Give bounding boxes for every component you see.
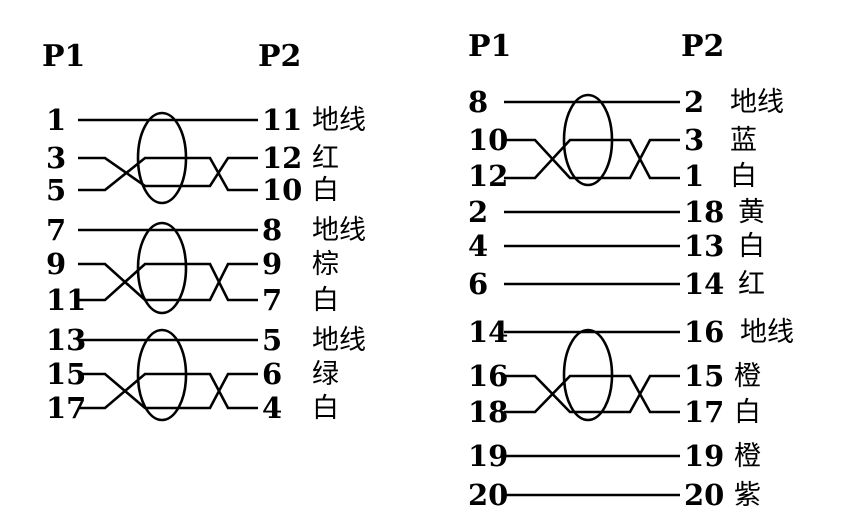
left-wire-color: 绿 <box>312 359 339 390</box>
left-wire-color: 白 <box>312 175 339 206</box>
right-to-pin: 2 <box>684 85 704 119</box>
right-p1-header: P1 <box>468 29 511 64</box>
left-twisted-group-2 <box>78 221 258 315</box>
right-wire-12 <box>504 138 680 180</box>
right-wire-color: 紫 <box>734 480 761 511</box>
left-wire-color: 棕 <box>312 249 339 280</box>
right-from-pin: 14 <box>468 315 508 349</box>
left-to-pin: 7 <box>262 283 282 317</box>
right-wire-color: 地线 <box>740 317 794 348</box>
right-from-pin: 4 <box>468 229 488 263</box>
left-from-pin: 3 <box>46 141 66 175</box>
right-to-pin: 13 <box>684 229 724 263</box>
left-from-pin: 9 <box>46 247 66 281</box>
right-block: 8 10 12 2 4 6 14 16 18 19 20 2 3 1 18 13… <box>468 85 794 512</box>
left-wire-9 <box>78 262 258 302</box>
right-to-pin: 18 <box>684 195 724 229</box>
left-from-pin: 15 <box>46 357 86 391</box>
right-wire-color: 白 <box>730 161 757 192</box>
right-wire-color: 红 <box>738 269 765 300</box>
left-wire-color: 白 <box>312 285 339 316</box>
right-from-pin: 6 <box>468 267 488 301</box>
right-wire-18 <box>504 374 680 414</box>
left-twisted-group-3 <box>78 328 258 422</box>
right-wire-10 <box>504 138 680 180</box>
right-from-pin: 12 <box>468 159 508 193</box>
right-wire-color: 橙 <box>734 361 761 392</box>
right-to-pin: 3 <box>684 123 704 157</box>
left-to-pin: 5 <box>262 323 282 357</box>
left-shield-ring-3 <box>136 328 188 422</box>
right-twisted-group-2 <box>504 328 680 422</box>
right-to-pin: 14 <box>684 267 724 301</box>
left-wire-15 <box>78 372 258 410</box>
left-to-pin: 9 <box>262 247 282 281</box>
left-from-pin: 7 <box>46 213 66 247</box>
left-from-pin: 11 <box>46 283 86 317</box>
right-to-pin: 17 <box>684 395 724 429</box>
right-to-pin: 16 <box>684 315 724 349</box>
left-wire-5 <box>78 156 258 192</box>
right-p2-header: P2 <box>681 29 724 64</box>
right-from-pin: 20 <box>468 478 508 512</box>
left-block: 1 3 5 7 9 11 13 15 17 11 12 10 8 9 7 5 6… <box>46 103 366 425</box>
right-to-pin: 20 <box>684 478 724 512</box>
left-from-pin: 5 <box>46 173 66 207</box>
right-wire-color: 地线 <box>730 87 784 118</box>
left-wire-color: 白 <box>312 393 339 424</box>
right-wire-color: 黄 <box>738 197 765 228</box>
right-wire-color: 蓝 <box>730 125 757 156</box>
left-to-pin: 10 <box>262 173 302 207</box>
right-twisted-group-1 <box>504 93 680 187</box>
right-from-pin: 8 <box>468 85 488 119</box>
right-from-pin: 2 <box>468 195 488 229</box>
left-twisted-group-1 <box>78 111 258 205</box>
right-shield-ring-1 <box>562 93 614 187</box>
left-to-pin: 6 <box>262 357 282 391</box>
left-wire-color: 地线 <box>312 215 366 246</box>
right-shield-ring-2 <box>562 328 614 422</box>
left-shield-ring-1 <box>136 111 188 205</box>
left-to-pin: 8 <box>262 213 282 247</box>
left-wire-color: 红 <box>312 143 339 174</box>
left-wire-3 <box>78 156 258 188</box>
right-wire-color: 白 <box>738 231 765 262</box>
left-to-pin: 11 <box>262 103 302 137</box>
left-to-pin: 4 <box>262 391 282 425</box>
right-from-pin: 16 <box>468 359 508 393</box>
left-p2-header: P2 <box>258 39 301 74</box>
right-from-pin: 19 <box>468 439 508 473</box>
right-to-pin: 15 <box>684 359 724 393</box>
left-wire-17 <box>78 372 258 410</box>
right-wire-color: 橙 <box>734 441 761 472</box>
left-wire-color: 地线 <box>312 325 366 356</box>
left-wire-color: 地线 <box>312 105 366 136</box>
left-wire-11 <box>78 262 258 302</box>
right-wire-color: 白 <box>734 397 761 428</box>
right-from-pin: 10 <box>468 123 508 157</box>
left-p1-header: P1 <box>42 39 85 74</box>
right-wire-16 <box>504 374 680 414</box>
left-shield-ring-2 <box>136 221 188 315</box>
left-to-pin: 12 <box>262 141 302 175</box>
right-from-pin: 18 <box>468 395 508 429</box>
left-from-pin: 1 <box>46 103 66 137</box>
right-to-pin: 19 <box>684 439 724 473</box>
right-to-pin: 1 <box>684 159 704 193</box>
left-from-pin: 17 <box>46 391 86 425</box>
left-from-pin: 13 <box>46 323 86 357</box>
